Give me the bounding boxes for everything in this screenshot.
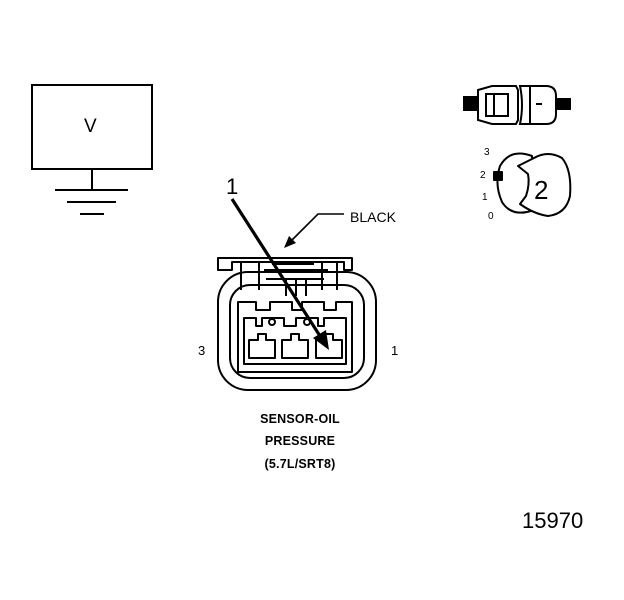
connector-caption-line-2: PRESSURE — [264, 434, 336, 448]
connector-face — [217, 257, 377, 391]
voltmeter-symbol: V — [84, 116, 97, 137]
connector-caption-line-3: (5.7L/SRT8) — [264, 457, 336, 471]
wire-color-leader — [291, 213, 344, 241]
key-badge-number: 2 — [534, 175, 549, 205]
terminal-cavity-2 — [281, 333, 309, 359]
key-scale-2: 2 — [480, 170, 486, 181]
terminal-cavity-3 — [248, 333, 276, 359]
pin-1-pointer-line — [230, 198, 322, 337]
pressure-sensor-icon — [463, 85, 571, 125]
key-scale-0: 0 — [488, 211, 494, 222]
voltmeter-ground-symbol — [31, 84, 153, 215]
connector-insert — [237, 301, 353, 373]
connector-latch — [217, 257, 353, 271]
pin-label-right: 1 — [391, 343, 399, 358]
pin-label-left: 3 — [198, 343, 206, 358]
wire-color-label: BLACK — [350, 209, 396, 225]
figure-number: 15970 — [522, 508, 584, 533]
key-switch-icon — [493, 152, 572, 217]
key-scale-1: 1 — [482, 192, 488, 203]
key-scale-3: 3 — [484, 147, 490, 158]
pin-1-pointer-arrowhead — [313, 330, 329, 350]
connector-outer-shell — [217, 271, 377, 391]
pointer-number-label: 1 — [226, 174, 239, 199]
voltmeter-box — [31, 84, 153, 170]
wire-color-leader-arrowhead — [284, 236, 296, 248]
connector-caption-line-1: SENSOR-OIL — [260, 412, 340, 426]
